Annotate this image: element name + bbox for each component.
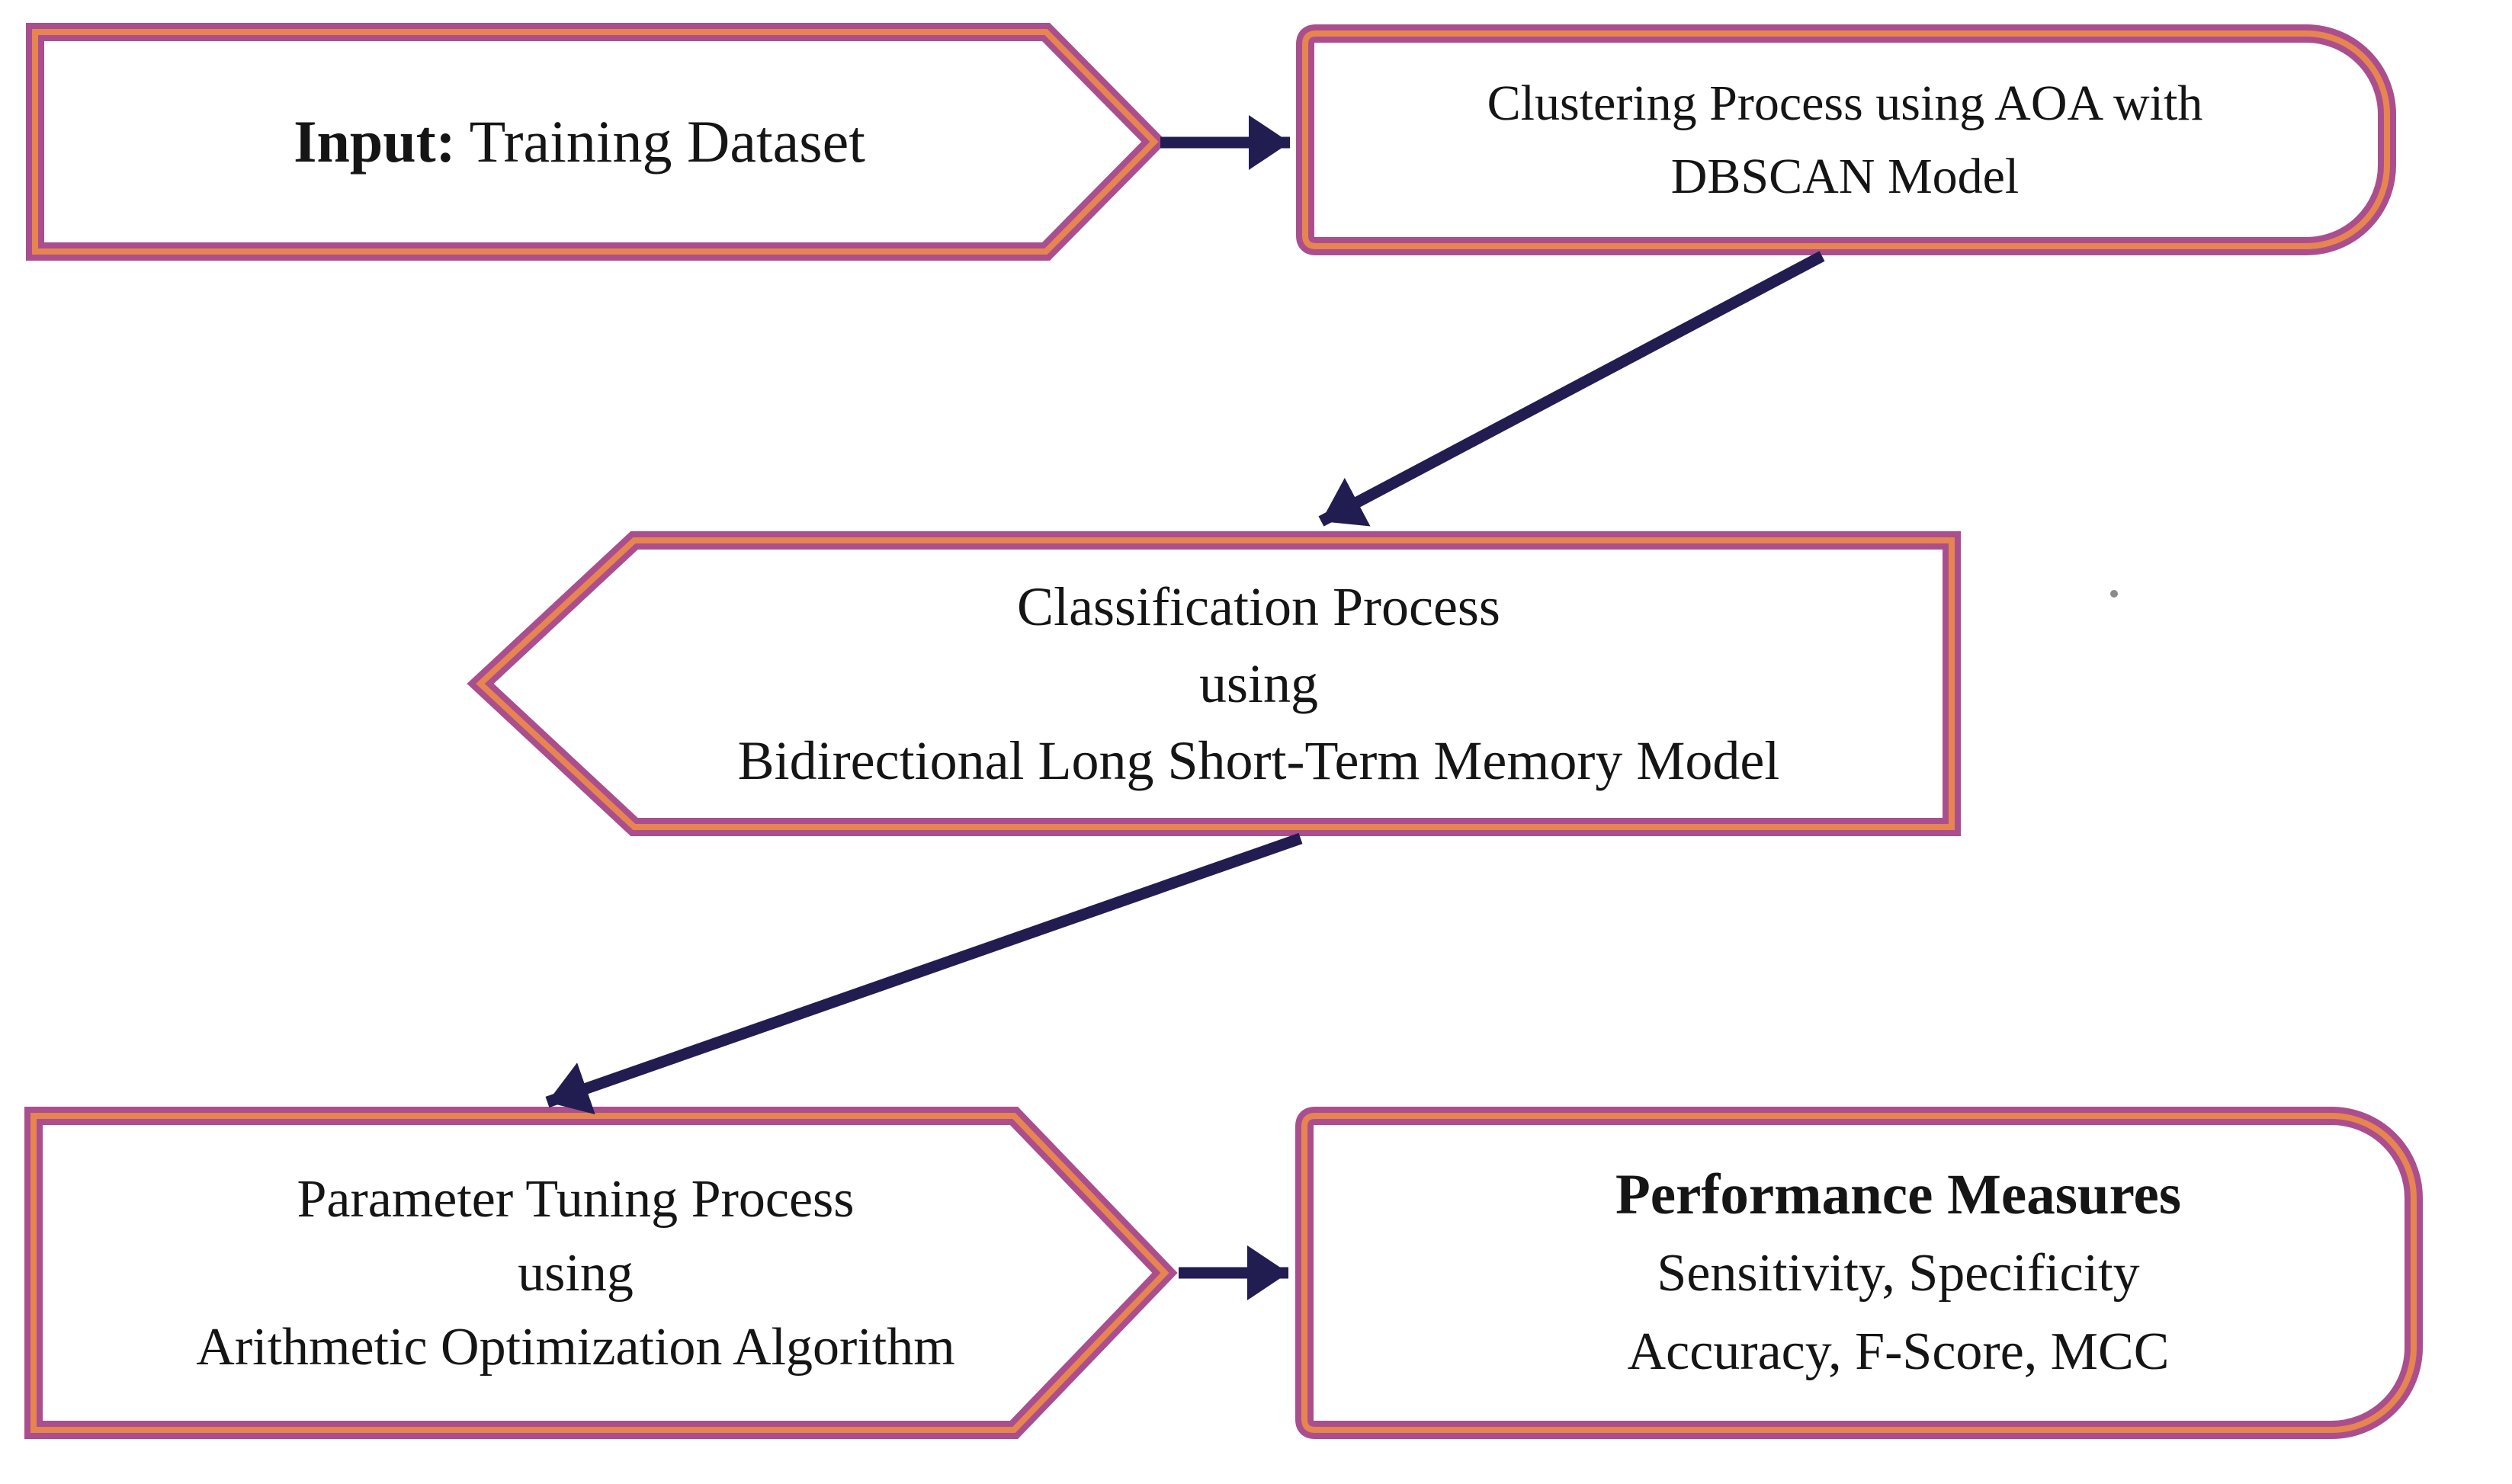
- arrow-clustering-to-classification: [1318, 251, 1825, 527]
- performance-label-line-1: Sensitivity, Specificity: [1657, 1243, 2140, 1303]
- tuning-label-line-1: Parameter Tuning Process: [297, 1169, 855, 1229]
- input-node-label: Input: Training Dataset: [46, 32, 1113, 252]
- tuning-node-inner-border: [30, 1113, 1169, 1433]
- performance-node-label: Performance Measures Sensitivity, Specif…: [1365, 1116, 2432, 1430]
- input-label-rest: Training Dataset: [455, 108, 865, 175]
- input-label-bold: Input:: [294, 108, 456, 175]
- arrow-classification-to-tuning: [545, 832, 1303, 1115]
- tuning-label-line-3: Arithmetic Optimization Algorithm: [196, 1317, 955, 1377]
- classification-node-label: Classification Process using Bidirection…: [634, 540, 1883, 827]
- clustering-node-label: Clustering Process using AOA with DBSCAN…: [1349, 34, 2340, 246]
- tuning-node-label: Parameter Tuning Process using Arithmeti…: [38, 1116, 1113, 1430]
- clustering-label-line-2: DBSCAN Model: [1670, 148, 2020, 204]
- tuning-label-line-2: using: [518, 1243, 634, 1303]
- performance-node-inner-border: [1301, 1113, 2417, 1433]
- classification-label-line-1: Classification Process: [1017, 575, 1500, 637]
- classification-label-line-2: using: [1198, 652, 1319, 714]
- classification-node-inner-border: [476, 537, 1955, 830]
- input-node-inner-border: [32, 29, 1159, 255]
- classification-label-line-3: Bidirectional Long Short-Term Memory Mod…: [737, 729, 1780, 791]
- performance-label-heading: Performance Measures: [1615, 1162, 2182, 1226]
- clustering-node-inner-border: [1302, 30, 2390, 249]
- performance-label-line-2: Accuracy, F-Score, MCC: [1627, 1322, 2170, 1381]
- stray-dot-mark: [2110, 590, 2118, 598]
- clustering-label-line-1: Clustering Process using AOA with: [1487, 75, 2203, 131]
